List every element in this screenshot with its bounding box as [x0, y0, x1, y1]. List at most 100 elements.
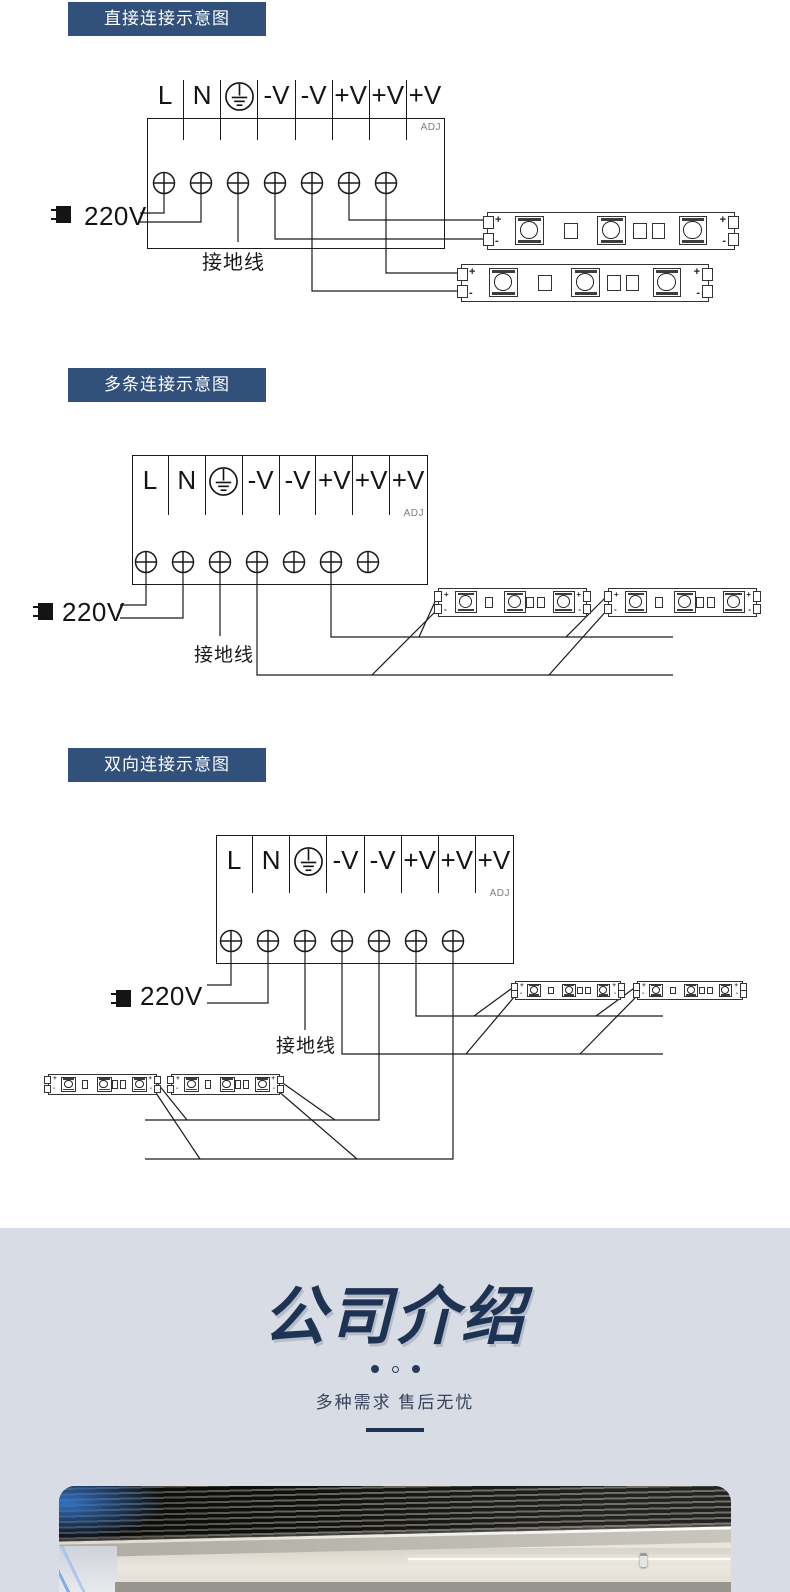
led-chip [219, 1076, 235, 1092]
minus-sign: - [735, 990, 738, 998]
plug-icon [51, 206, 71, 223]
wire-vminus [274, 194, 487, 240]
resistor-chip [538, 275, 552, 291]
solder-pad [633, 983, 640, 991]
screw-terminal [404, 929, 428, 953]
solder-pad [728, 215, 739, 230]
solder-pad [753, 603, 761, 615]
terminal-cell-L: L [132, 455, 168, 515]
led-chip [515, 216, 544, 246]
resistor-chip [484, 596, 493, 609]
ground-icon [293, 847, 323, 876]
solder-pad [457, 284, 468, 299]
wire-vminus-bus [145, 952, 380, 1121]
terminal-label: -V [300, 80, 327, 110]
led-chip [684, 983, 698, 998]
resistor-chip [82, 1080, 89, 1089]
solder-pad [753, 590, 761, 602]
ground-wire-label: 接地线 [202, 252, 265, 274]
solder-pad [44, 1076, 51, 1085]
minus-sign: - [149, 1085, 152, 1093]
screw-terminal [152, 171, 176, 195]
minus-sign: - [444, 605, 447, 615]
solder-pad [740, 990, 747, 998]
terminal-cell-N: N [167, 455, 205, 515]
resistor-chip [654, 596, 663, 609]
wire-strip-minus [579, 995, 638, 1055]
company-subtitle: 多种需求 售后无忧 [315, 1393, 475, 1412]
wiring-bidirectional [145, 929, 663, 1160]
minus-sign: - [696, 286, 700, 299]
minus-sign: - [469, 286, 473, 299]
ground-wire-label: 接地线 [276, 1036, 337, 1057]
terminal-label: -V [247, 465, 274, 495]
led-chip [674, 591, 696, 614]
solder-pad [277, 1076, 284, 1085]
led-strip: + - + - [633, 981, 747, 1000]
terminal-label: N [192, 80, 212, 110]
voltage-label: 220V [62, 597, 125, 627]
wire-strip-minus [153, 1089, 201, 1160]
solder-pad [154, 1084, 161, 1093]
plug-icon [33, 603, 53, 620]
terminal-label: +V [403, 845, 436, 875]
led-strip: + - + - [167, 1074, 284, 1095]
minus-sign: - [272, 1085, 275, 1093]
screw-terminal [208, 550, 232, 574]
wire-live [120, 573, 147, 606]
screw-terminal [300, 171, 324, 195]
section-badge-bidirectional: 双向连接示意图 [68, 748, 266, 782]
solder-pad [511, 983, 518, 991]
terminal-cell-vplus: +V [315, 455, 352, 515]
screw-terminal [256, 929, 280, 953]
resistor-chip [112, 1080, 118, 1089]
led-chip [596, 983, 611, 998]
wire-vminus-bus [256, 573, 673, 676]
terminal-label: L [226, 845, 242, 875]
terminal-cell-vplus: +V [368, 80, 406, 140]
led-chip [625, 591, 647, 614]
solder-pad [434, 590, 442, 602]
wire-strip-plus [565, 594, 609, 638]
screw-terminal [319, 550, 343, 574]
wire-strip-minus [371, 608, 439, 676]
solder-pad [702, 267, 713, 282]
wire-strip-plus [473, 985, 516, 1017]
terminal-cell-vplus: +V [352, 455, 389, 515]
resistor-chip [706, 596, 715, 609]
section-badge-multi: 多条连接示意图 [68, 368, 266, 402]
solder-pad [277, 1084, 284, 1093]
screw-terminal [189, 171, 213, 195]
wire-strip-plus [595, 985, 638, 1017]
solder-pad [583, 603, 591, 615]
terminal-cell-N: N [183, 80, 220, 140]
solder-pad [167, 1084, 174, 1093]
resistor-chip [699, 986, 706, 995]
resistor-chip [651, 223, 666, 239]
plus-sign: + [520, 982, 524, 990]
solder-pad [604, 603, 612, 615]
resistor-chip [607, 275, 621, 291]
wire-vplus-bus [415, 952, 663, 1017]
solder-pad [633, 990, 640, 998]
terminal-cell-vminus: -V [278, 455, 316, 515]
terminal-label: +V [477, 845, 511, 875]
adj-label: ADJ [489, 888, 510, 899]
terminal-cell-L: L [147, 80, 183, 140]
led-strip: + - + - [44, 1074, 161, 1095]
screw-terminal [337, 171, 361, 195]
solder-pad [618, 983, 625, 991]
solder-pad [167, 1076, 174, 1085]
screw-terminal [330, 929, 354, 953]
minus-sign: - [578, 605, 581, 615]
plus-sign: + [444, 589, 449, 599]
wire-strip-minus [276, 1089, 358, 1160]
wire-live [207, 952, 232, 986]
minus-sign: - [520, 990, 523, 998]
minus-sign: - [495, 234, 499, 247]
screw-terminal [226, 171, 250, 195]
terminal-cell-ground [289, 835, 326, 893]
terminal-label: +V [440, 845, 474, 875]
plus-sign: + [693, 266, 700, 279]
terminal-label: +V [334, 80, 367, 110]
